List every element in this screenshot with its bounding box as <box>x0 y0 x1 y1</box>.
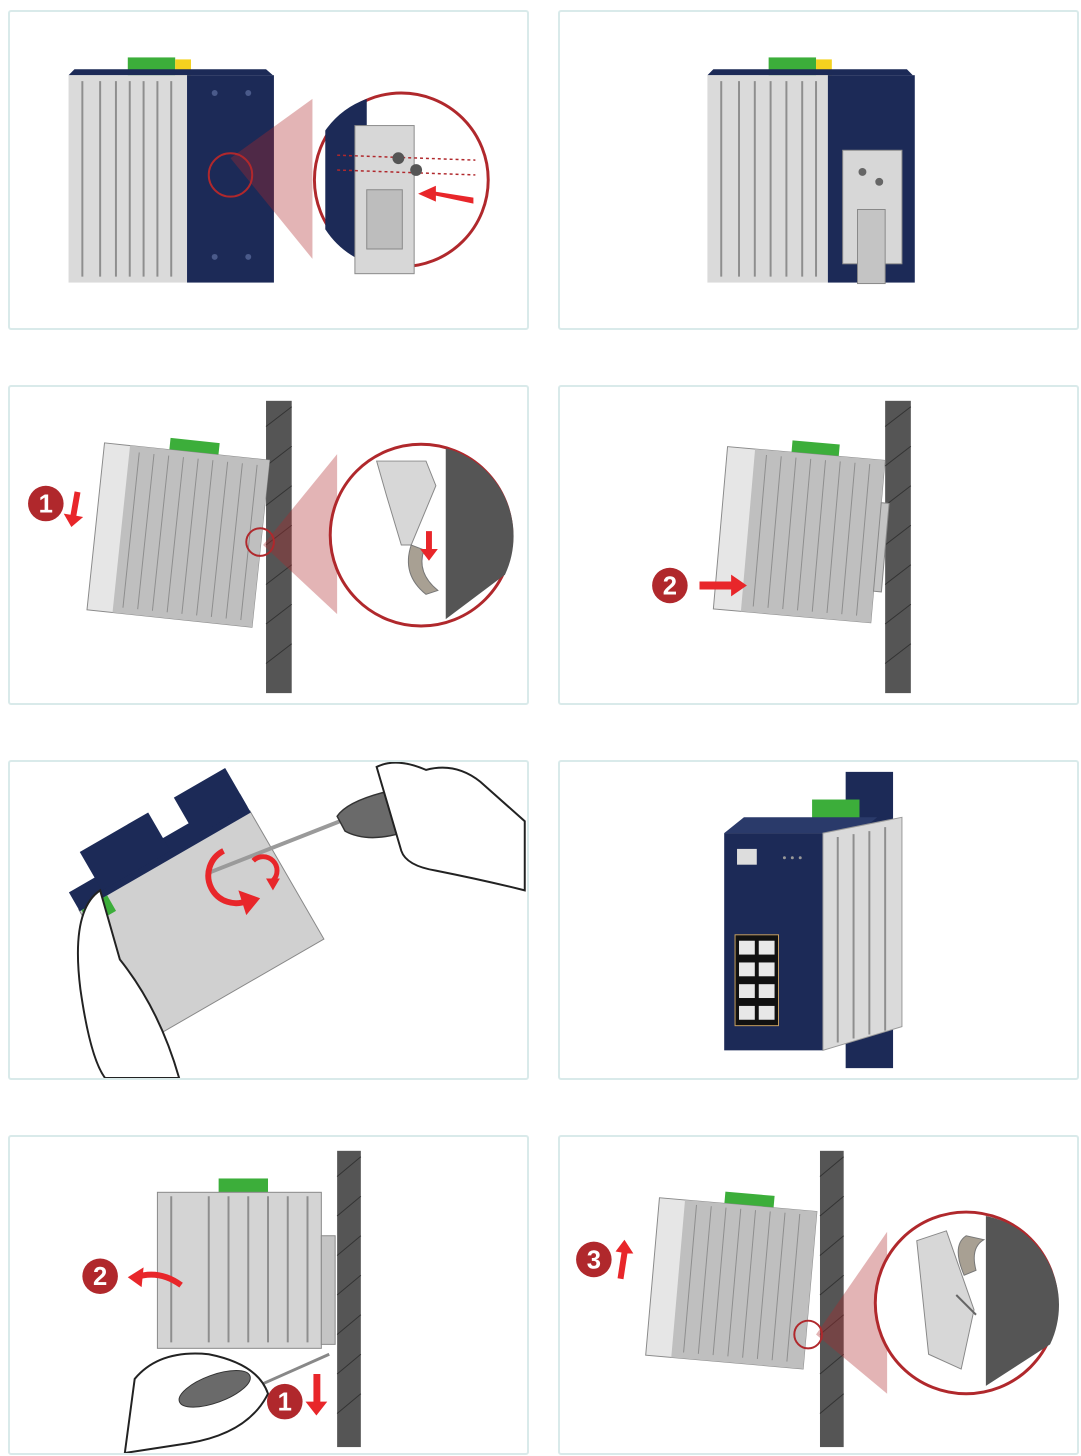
step-number: 1 <box>278 1389 292 1417</box>
device-tilted <box>712 440 890 624</box>
illustration-attach-clip <box>68 57 490 283</box>
panel-7-remove-from-rail: 2 1 <box>8 1135 529 1455</box>
step-badge-icon <box>28 485 64 522</box>
illustration-remove-from-rail: 2 1 <box>82 1150 362 1453</box>
din-rail-wall <box>885 400 911 694</box>
console-port <box>737 848 757 865</box>
screwdriver-shaft <box>206 817 346 876</box>
wall-plate <box>173 768 248 837</box>
wall-plate <box>79 812 171 891</box>
panel-3-hook-on-rail: 1 <box>8 385 529 705</box>
device-tilted <box>645 1191 818 1370</box>
illustration-lift-off-rail: 3 <box>576 1150 1059 1448</box>
panel-8-lift-off-rail: 3 <box>558 1135 1079 1455</box>
device-rotated <box>68 768 325 1039</box>
zoom-source-ring <box>245 527 275 557</box>
illustration-screw-plate <box>68 762 526 1078</box>
arrow-icon <box>63 491 84 527</box>
step-number: 2 <box>663 572 677 600</box>
terminal-block <box>218 1178 269 1193</box>
din-clip <box>320 1235 336 1345</box>
device-rear-panel <box>187 75 274 283</box>
panel-2-clip-attached <box>558 10 1079 330</box>
arrow-icon <box>418 185 474 204</box>
illustration-push-to-rail: 2 <box>652 400 912 694</box>
device-tilted <box>86 437 271 628</box>
illustration-clip-attached <box>707 57 915 285</box>
heatsink-side <box>68 75 188 283</box>
zoom-source-ring <box>793 1319 823 1350</box>
step-number: 3 <box>587 1246 601 1274</box>
left-hand <box>76 888 181 1078</box>
heatsink-side <box>707 75 828 283</box>
panel-1-attach-din-clip <box>8 10 529 330</box>
illustration-hook-on-rail: 1 <box>28 400 514 694</box>
zoom-source-ring <box>207 152 254 198</box>
step-badge-icon <box>267 1383 303 1420</box>
right-hand <box>375 762 526 892</box>
step-number: 2 <box>93 1263 107 1291</box>
din-rail-wall <box>819 1150 844 1448</box>
screwdriver-icon <box>178 1370 251 1408</box>
panel-6-mounted-device <box>558 760 1079 1080</box>
step-badge-icon <box>82 1258 118 1295</box>
panel-5-screw-wall-plate <box>8 760 529 1080</box>
arrow-icon <box>420 531 438 561</box>
rotation-arrow-icon <box>205 848 250 907</box>
step-number: 1 <box>39 490 53 518</box>
arrow-icon <box>615 1239 634 1280</box>
illustration-mounted-device <box>724 771 903 1069</box>
din-rail-wall <box>337 1150 361 1448</box>
arrow-icon <box>699 574 747 597</box>
device-body <box>156 1191 322 1349</box>
arrow-icon <box>305 1374 328 1416</box>
panel-4-push-to-rail: 2 <box>558 385 1079 705</box>
step-badge-icon <box>652 567 688 604</box>
heatsink-side <box>822 816 903 1052</box>
step-badge-icon <box>576 1241 612 1278</box>
